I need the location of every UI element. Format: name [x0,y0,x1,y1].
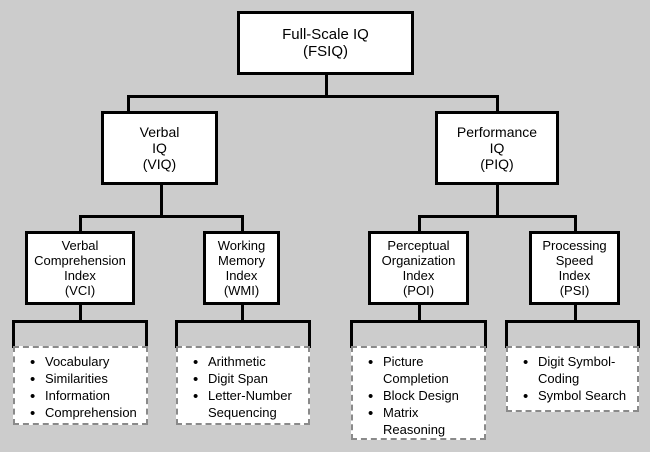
node-line: Speed [555,252,594,268]
node-line: Processing [542,237,607,253]
node-line: (VCI) [64,283,96,299]
subtests-wmi[interactable]: Arithmetic Digit Span Letter-Number Sequ… [176,346,310,425]
node-line: (VIQ) [142,156,177,173]
node-working-memory-index[interactable]: Working Memory Index (WMI) [203,231,280,305]
connector-wmi-bracket-left [175,320,178,348]
list-item: Arithmetic [193,353,304,372]
node-line: Index [64,268,96,283]
connector-to-vci [79,215,82,232]
connector-to-poi [418,215,421,232]
connector-psi-bracket-right [637,320,640,348]
connector-fsiq-stem [325,75,328,97]
connector-viq-stem [160,185,163,218]
connector-piq-bar [418,215,577,218]
node-line: Comprehension [34,252,126,268]
node-verbal-comprehension-index[interactable]: Verbal Comprehension Index (VCI) [25,231,135,305]
subtest-list: Vocabulary Similarities Information Comp… [19,353,142,423]
node-line: (PIQ) [480,156,514,173]
connector-wmi-stem [241,305,244,323]
node-line: Perceptual [387,237,450,253]
node-line: IQ [489,139,505,156]
node-perceptual-organization-index[interactable]: Perceptual Organization Index (POI) [368,231,469,305]
node-verbal-iq[interactable]: Verbal IQ (VIQ) [101,111,218,185]
subtests-psi[interactable]: Digit Symbol- Coding Symbol Search [506,346,639,412]
node-line: Index [225,268,258,283]
subtests-vci[interactable]: Vocabulary Similarities Information Comp… [13,346,148,425]
subtests-poi[interactable]: Picture Completion Block Design Matrix R… [351,346,486,440]
node-line: (FSIQ) [303,43,348,60]
connector-poi-stem [418,305,421,323]
node-line: Memory [218,252,265,268]
list-item: Similarities [30,370,142,389]
node-line: Verbal [61,237,99,253]
connector-piq-stem [496,185,499,218]
list-item: Block Design [368,387,480,406]
connector-vci-bracket-left [12,320,15,348]
node-performance-iq[interactable]: Performance IQ (PIQ) [435,111,559,185]
node-line: (POI) [402,283,435,299]
node-line: Working [217,237,266,253]
connector-to-psi [574,215,577,232]
node-line: Index [558,268,591,283]
connector-viq-bar [79,215,244,218]
subtest-list: Picture Completion Block Design Matrix R… [357,353,480,439]
list-item: Letter-Number Sequencing [193,387,304,422]
list-item: Information [30,387,142,406]
list-item: Digit Symbol- Coding [523,353,633,388]
subtest-list: Arithmetic Digit Span Letter-Number Sequ… [182,353,304,422]
list-item: Vocabulary [30,353,142,372]
node-line: (WMI) [223,283,260,299]
connector-psi-bracket [505,320,640,323]
node-line: Full-Scale IQ [282,25,369,43]
node-processing-speed-index[interactable]: Processing Speed Index (PSI) [529,231,620,305]
connector-vci-bracket [12,320,148,323]
node-line: Performance [456,123,538,140]
connector-to-piq [496,95,499,112]
connector-psi-stem [574,305,577,323]
connector-wmi-bracket [175,320,311,323]
connector-level2-bar [127,95,499,98]
node-line: Organization [381,252,456,268]
connector-poi-bracket [350,320,487,323]
connector-poi-bracket-right [484,320,487,348]
connector-vci-bracket-right [145,320,148,348]
list-item: Matrix Reasoning [368,404,480,439]
node-line: Index [402,268,435,283]
list-item: Picture Completion [368,353,480,388]
list-item: Digit Span [193,370,304,389]
node-full-scale-iq[interactable]: Full-Scale IQ (FSIQ) [237,11,414,75]
node-line: Verbal [139,123,180,140]
connector-psi-bracket-left [505,320,508,348]
connector-to-viq [127,95,130,112]
connector-to-wmi [241,215,244,232]
list-item: Comprehension [30,404,142,423]
node-line: IQ [152,139,167,156]
node-line: (PSI) [559,283,590,299]
connector-wmi-bracket-right [308,320,311,348]
list-item: Symbol Search [523,387,633,406]
connector-vci-stem [79,305,82,323]
subtest-list: Digit Symbol- Coding Symbol Search [512,353,633,406]
connector-poi-bracket-left [350,320,353,348]
